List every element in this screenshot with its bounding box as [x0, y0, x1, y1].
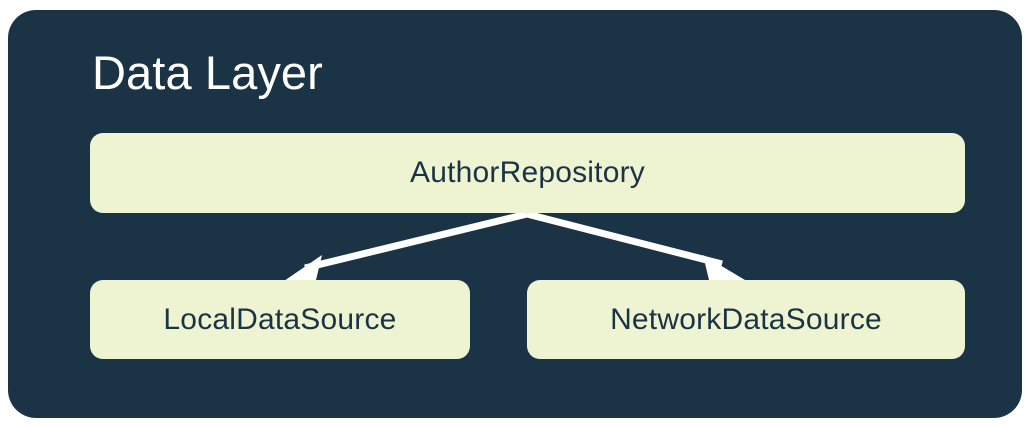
node-network-data-source[interactable]: NetworkDataSource — [527, 280, 965, 359]
node-author-repository[interactable]: AuthorRepository — [90, 133, 965, 213]
node-label-author-repository: AuthorRepository — [410, 156, 645, 189]
page-title: Data Layer — [92, 46, 323, 99]
node-label-local-data-source: LocalDataSource — [163, 302, 397, 336]
node-local-data-source[interactable]: LocalDataSource — [90, 280, 470, 359]
node-label-network-data-source: NetworkDataSource — [610, 302, 882, 336]
